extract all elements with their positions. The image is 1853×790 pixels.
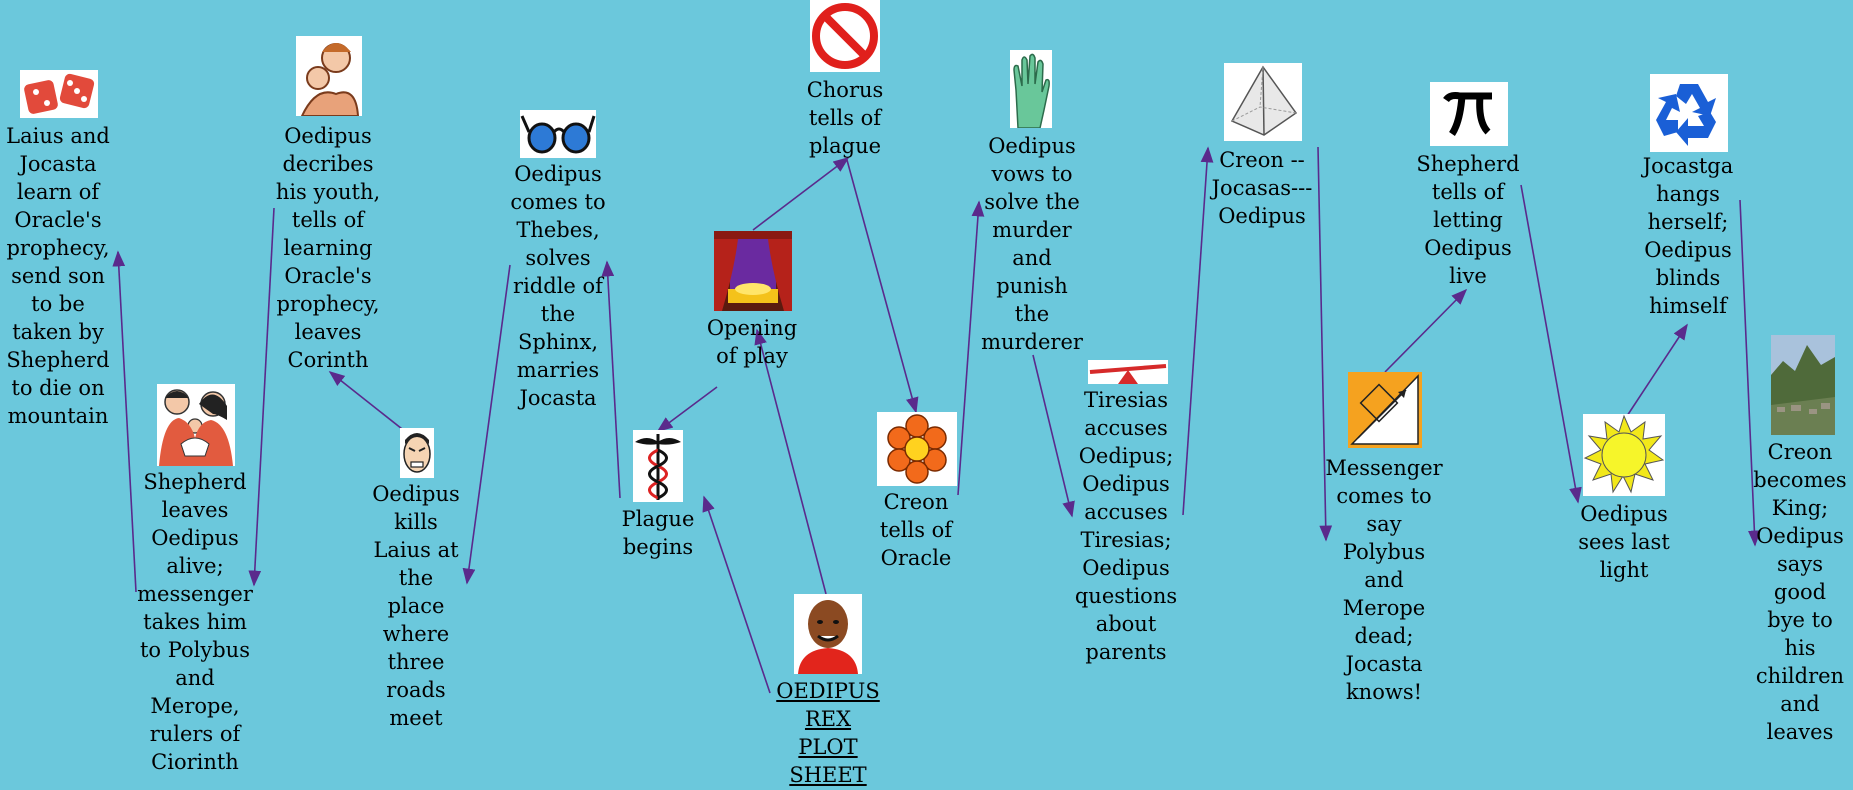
family-baby-icon [157,384,235,466]
arrow-8 [846,159,919,414]
mountain-ruins-icon [1771,335,1835,435]
no-sign-icon [810,0,880,72]
arrow-7 [752,157,850,231]
arrow-13 [1384,288,1468,373]
arrow-4 [462,264,511,585]
theater-curtain-icon [714,231,792,311]
eyeglasses-icon [520,110,596,158]
arrow-16 [1739,199,1761,547]
flower-icon [877,412,957,486]
caduceus-icon [633,430,683,502]
event-creon-jocasta-oedipus: Creon --Jocasas---Oedipus [1211,148,1313,228]
arrow-5 [601,260,621,499]
arrow-15 [1626,323,1688,417]
seesaw-icon [1088,360,1168,384]
arrow-12 [1317,146,1333,542]
arrow-11 [1182,146,1214,516]
hand-glove-icon [1010,50,1052,129]
man-portrait-icon [794,594,862,674]
arrow-2 [248,207,275,587]
arrow-18 [702,495,771,694]
arrow-9 [957,200,985,496]
arrow-17 [754,328,827,595]
family-hug-icon [296,36,362,117]
arrow-1 [112,250,137,593]
pi-symbol-icon [1430,82,1508,146]
sun-icon [1583,414,1665,496]
arrow-6 [656,386,718,432]
dice-icon [20,70,98,118]
arrow-14 [1520,184,1582,504]
recycle-icon [1650,74,1728,152]
pyramid-icon [1224,63,1302,141]
arrow-10 [1032,354,1075,518]
angry-face-icon [400,428,434,478]
geometry-icon [1348,372,1422,448]
